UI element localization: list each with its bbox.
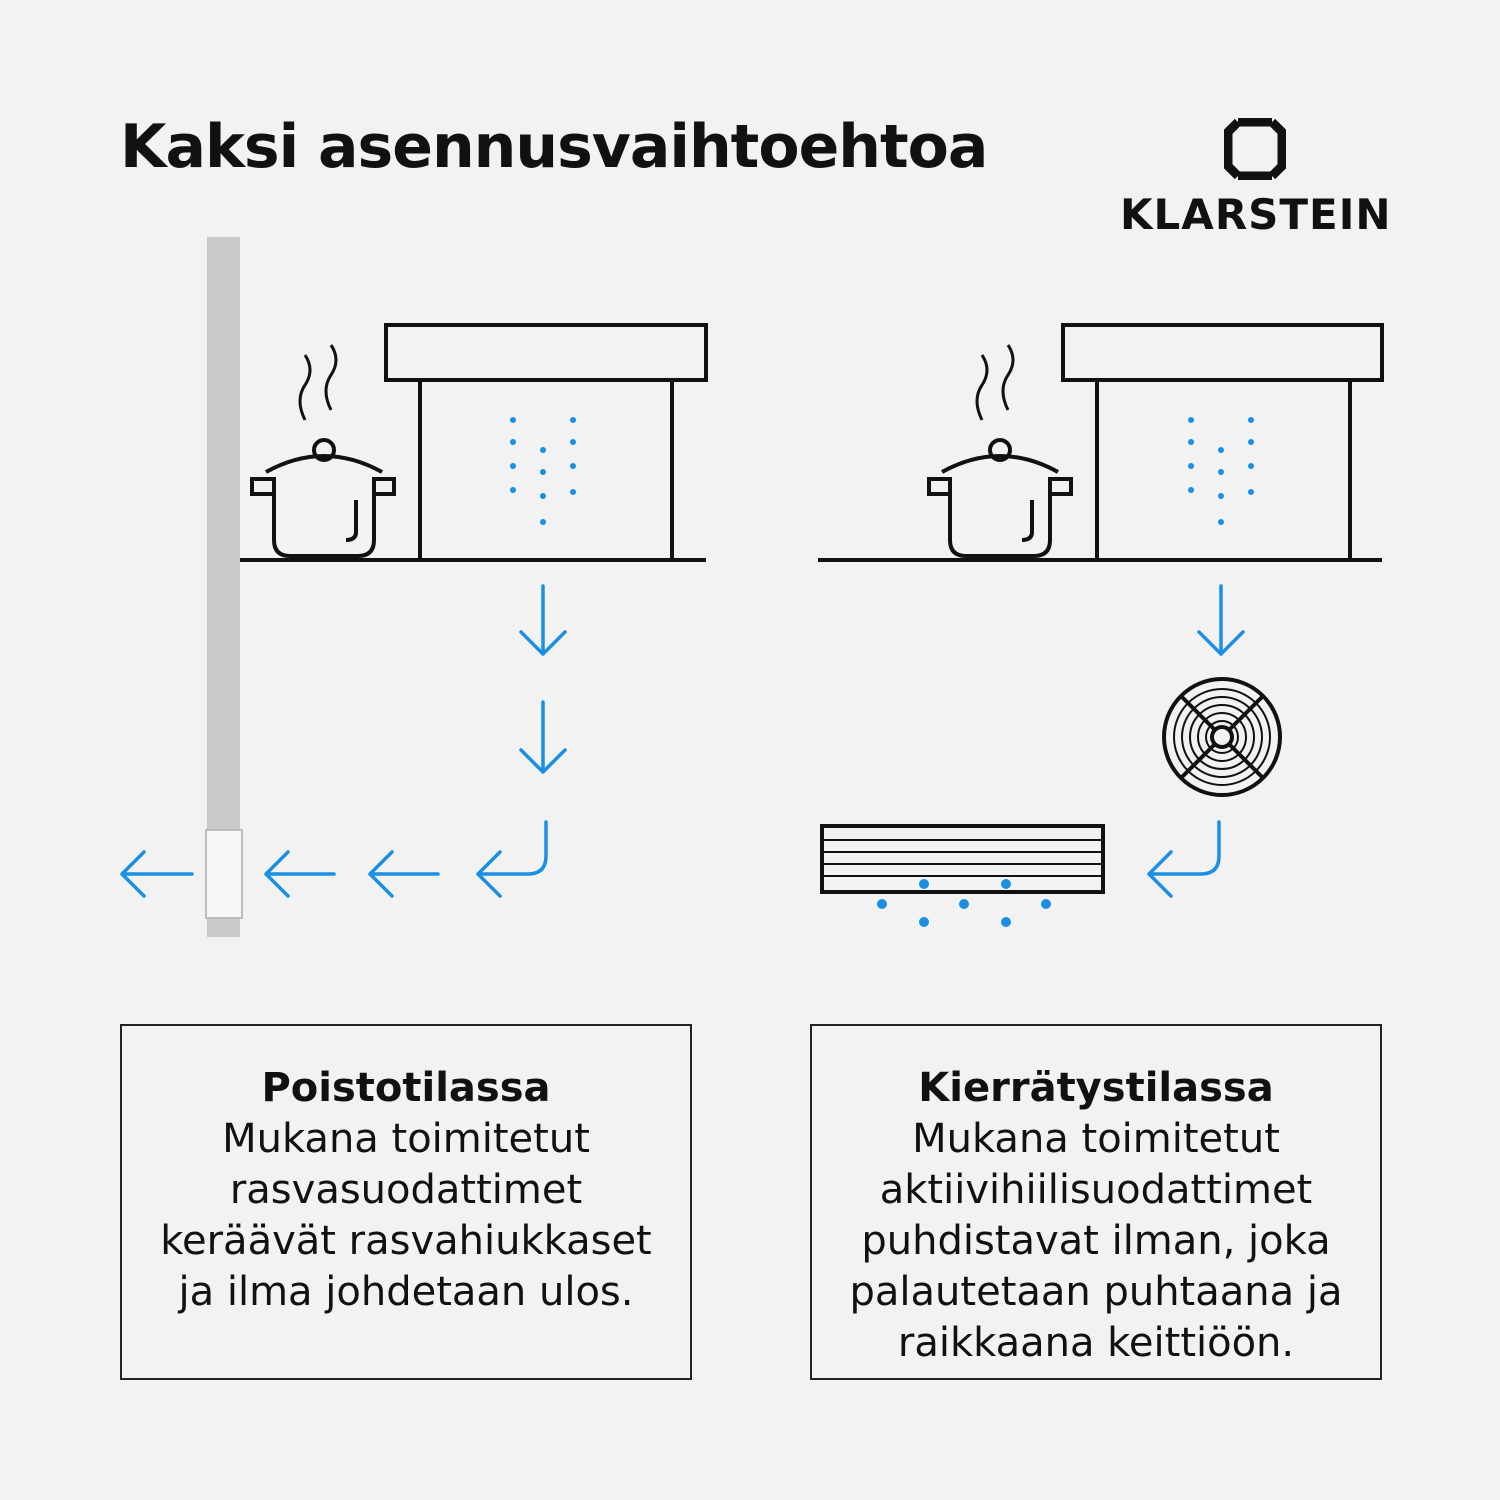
airflow-arrows bbox=[120, 584, 567, 898]
exhaust-mode-description: Poistotilassa Mukana toimitetut rasvasuo… bbox=[120, 1024, 692, 1380]
arrow-left-icon bbox=[368, 850, 440, 898]
steam-icon bbox=[975, 343, 1015, 422]
recirculation-mode-heading: Kierrätystilassa bbox=[918, 1065, 1274, 1111]
arrow-down-icon bbox=[519, 584, 567, 656]
duct-outlet bbox=[205, 829, 243, 919]
arrow-down-icon bbox=[519, 700, 567, 774]
air-particles bbox=[510, 417, 576, 525]
carbon-filter-icon bbox=[820, 824, 1105, 894]
fan-icon bbox=[1162, 677, 1282, 797]
cooking-pot-icon bbox=[927, 438, 1073, 558]
page-title: Kaksi asennusvaihtoehtoa bbox=[120, 112, 988, 182]
airflow-arrows bbox=[1147, 584, 1245, 898]
arrow-turn-left-icon bbox=[1147, 820, 1221, 898]
exhaust-mode-heading: Poistotilassa bbox=[261, 1065, 551, 1111]
steam-icon bbox=[298, 343, 338, 422]
recirculation-mode-text: Mukana toimitetut aktiivihiilisuodattime… bbox=[849, 1116, 1343, 1366]
arrow-down-icon bbox=[1197, 584, 1245, 656]
arrow-turn-left-icon bbox=[476, 820, 548, 898]
recirculation-mode-illustration bbox=[818, 323, 1384, 927]
brand-name: KLARSTEIN bbox=[1120, 190, 1392, 239]
recirculation-mode-description: Kierrätystilassa Mukana toimitetut aktii… bbox=[810, 1024, 1382, 1380]
cooking-pot-icon bbox=[250, 438, 396, 558]
exhaust-mode-text: Mukana toimitetut rasvasuodattimet kerää… bbox=[160, 1116, 652, 1315]
clean-air-particles bbox=[877, 879, 1051, 927]
range-hood bbox=[384, 323, 708, 560]
arrow-left-icon bbox=[120, 850, 194, 898]
arrow-left-icon bbox=[264, 850, 336, 898]
brand-logo: KLARSTEIN bbox=[1120, 118, 1392, 248]
air-particles bbox=[1188, 417, 1254, 525]
range-hood bbox=[1061, 323, 1384, 560]
klarstein-logo-icon bbox=[1224, 118, 1286, 180]
exhaust-mode-illustration bbox=[120, 237, 708, 937]
exhaust-duct bbox=[207, 237, 240, 937]
